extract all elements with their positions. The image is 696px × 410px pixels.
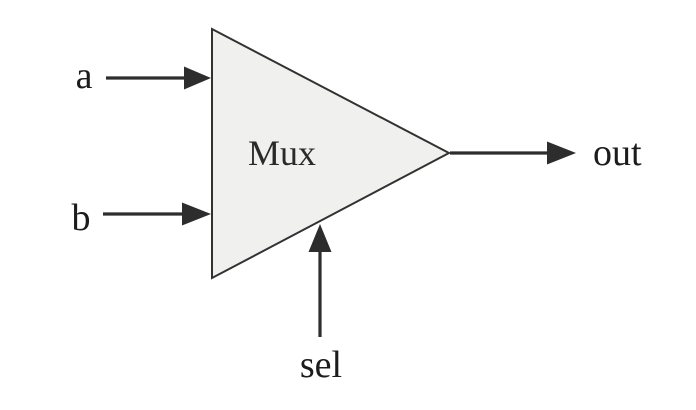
mux-body-shape	[211, 27, 452, 280]
output-arrowhead-icon	[547, 141, 576, 165]
output-label: out	[593, 132, 642, 174]
input-b-arrow	[103, 202, 211, 226]
output-arrow	[450, 141, 576, 165]
mux-label: Mux	[248, 133, 316, 173]
input-a-arrowhead-icon	[184, 66, 211, 90]
input-a-arrow	[106, 66, 211, 90]
input-b-arrowhead-icon	[182, 202, 211, 226]
input-b-label: b	[72, 197, 91, 239]
input-a-label: a	[76, 55, 93, 97]
select-arrowhead-icon	[308, 224, 332, 252]
select-label: sel	[300, 344, 342, 386]
select-arrow	[308, 224, 332, 337]
